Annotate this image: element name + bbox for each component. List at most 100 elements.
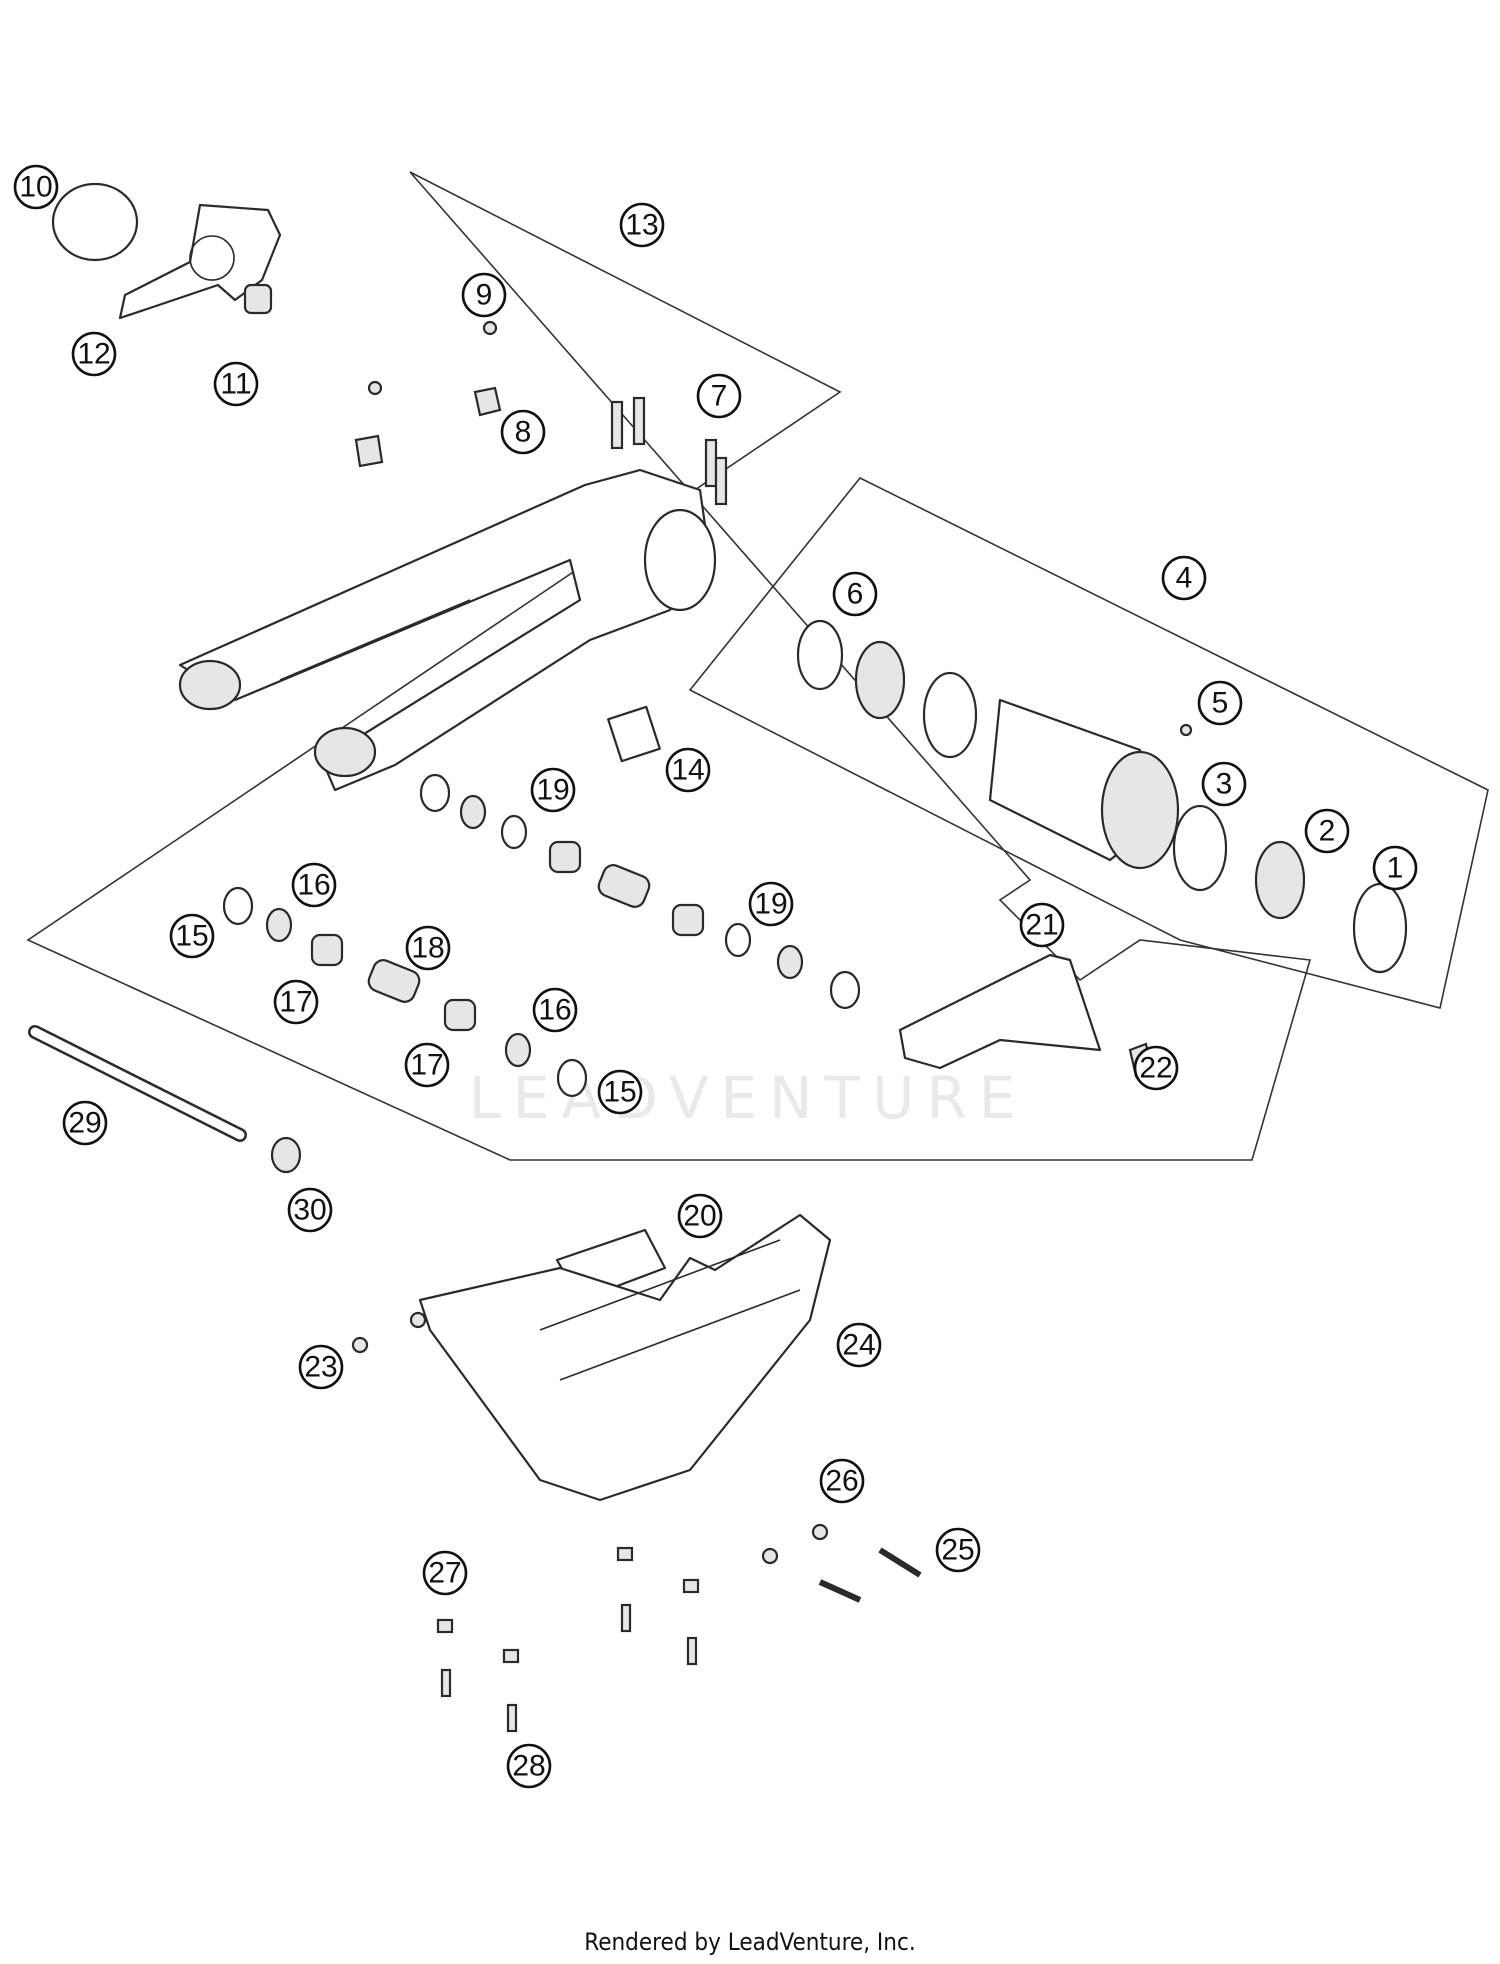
callout-23: 23 (298, 1344, 344, 1390)
svg-text:2: 2 (1319, 815, 1336, 848)
callout-28: 28 (506, 1743, 552, 1789)
hub-flange (1100, 750, 1180, 870)
callout-6: 6 (832, 571, 878, 617)
callout-29: 29 (62, 1100, 108, 1146)
group-box-bearing-hub (688, 476, 1489, 1009)
svg-text:17: 17 (410, 1049, 443, 1082)
small-screw (367, 380, 383, 396)
svg-text:3: 3 (1216, 768, 1233, 801)
callout-18: 18 (405, 925, 451, 971)
screw (506, 1703, 518, 1733)
svg-text:11: 11 (220, 368, 251, 401)
footer-credit: Rendered by LeadVenture, Inc. (584, 1928, 916, 1956)
spacer-sleeve (597, 864, 651, 908)
callout-10: 10 (13, 164, 59, 210)
svg-text:23: 23 (304, 1351, 337, 1384)
shaft-nut (270, 1136, 302, 1174)
grease-nipple (1179, 723, 1193, 737)
callout-9: 9 (461, 272, 507, 318)
watermark: LEADVENTURE (469, 1064, 1028, 1132)
callout-22: 22 (1133, 1045, 1179, 1091)
svg-text:10: 10 (19, 171, 52, 204)
svg-text:6: 6 (847, 578, 864, 611)
bearing-race (922, 671, 978, 759)
small-screw (482, 320, 498, 336)
chain-guide-plate (118, 203, 282, 320)
svg-text:29: 29 (68, 1107, 101, 1140)
needle-bearing (459, 794, 487, 830)
circlip-ring (51, 182, 139, 262)
swingarm-frame (178, 468, 712, 792)
svg-text:4: 4 (1176, 562, 1193, 595)
seal (222, 886, 254, 926)
bolt (632, 396, 646, 446)
callout-8: 8 (500, 409, 546, 455)
callout-27: 27 (422, 1550, 468, 1596)
svg-text:13: 13 (625, 209, 658, 242)
washer (500, 814, 528, 850)
callout-25: 25 (935, 1527, 981, 1573)
cable-clip (473, 386, 502, 417)
callout-2: 2 (1304, 808, 1350, 854)
needle-bearing (504, 1032, 532, 1068)
washer (811, 1523, 829, 1541)
screw (620, 1603, 632, 1633)
washer (761, 1547, 779, 1565)
svg-text:25: 25 (941, 1534, 974, 1567)
bushing (443, 998, 477, 1032)
screw (686, 1636, 698, 1666)
callout-15: 15 (597, 1069, 643, 1115)
bolt (704, 438, 718, 488)
callout-13: 13 (619, 202, 665, 248)
svg-text:24: 24 (842, 1329, 875, 1362)
callout-3: 3 (1201, 761, 1247, 807)
pivot-shaft-highlight (30, 1027, 245, 1140)
screw (440, 1668, 452, 1698)
callout-12: 12 (71, 331, 117, 377)
needle-bearing (265, 907, 293, 943)
svg-text:19: 19 (536, 774, 569, 807)
group-box-swingarm (26, 171, 1312, 1161)
skid-plate-rib (539, 1239, 781, 1331)
plate-hole (189, 235, 235, 281)
svg-text:9: 9 (476, 279, 493, 312)
rubber-grommet (436, 1618, 454, 1634)
chain-slider (898, 953, 1102, 1070)
callout-19: 19 (530, 767, 576, 813)
svg-text:12: 12 (77, 338, 110, 371)
callout-16: 16 (532, 987, 578, 1033)
callout-4: 4 (1161, 555, 1207, 601)
svg-text:21: 21 (1025, 909, 1058, 942)
seal (419, 773, 451, 813)
swingarm-axle-end-left (178, 659, 242, 711)
callout-17: 17 (273, 979, 319, 1025)
callout-5: 5 (1197, 680, 1243, 726)
svg-text:26: 26 (825, 1465, 858, 1498)
cable-clip (354, 434, 384, 468)
swingarm-cross-member (279, 599, 471, 681)
callout-19: 19 (748, 881, 794, 927)
label-sticker (607, 705, 661, 763)
seal-ring (1352, 882, 1408, 974)
spacer-sleeve (367, 959, 421, 1003)
bolt (610, 400, 624, 450)
seal (556, 1058, 588, 1098)
washer (724, 922, 752, 958)
seal (829, 970, 861, 1010)
rubber-grommet (502, 1648, 520, 1664)
callout-15: 15 (169, 913, 215, 959)
bolt (818, 1579, 862, 1603)
svg-text:20: 20 (683, 1200, 716, 1233)
svg-text:15: 15 (175, 920, 208, 953)
bushing (548, 840, 582, 874)
skid-plate-rib (559, 1289, 801, 1381)
needle-bearing (776, 944, 804, 980)
callout-20: 20 (677, 1193, 723, 1239)
svg-text:16: 16 (538, 994, 571, 1027)
bearing-race (1172, 804, 1228, 892)
svg-text:27: 27 (428, 1557, 461, 1590)
rubber-grommet (682, 1578, 700, 1594)
callout-26: 26 (819, 1458, 865, 1504)
callout-14: 14 (665, 747, 711, 793)
